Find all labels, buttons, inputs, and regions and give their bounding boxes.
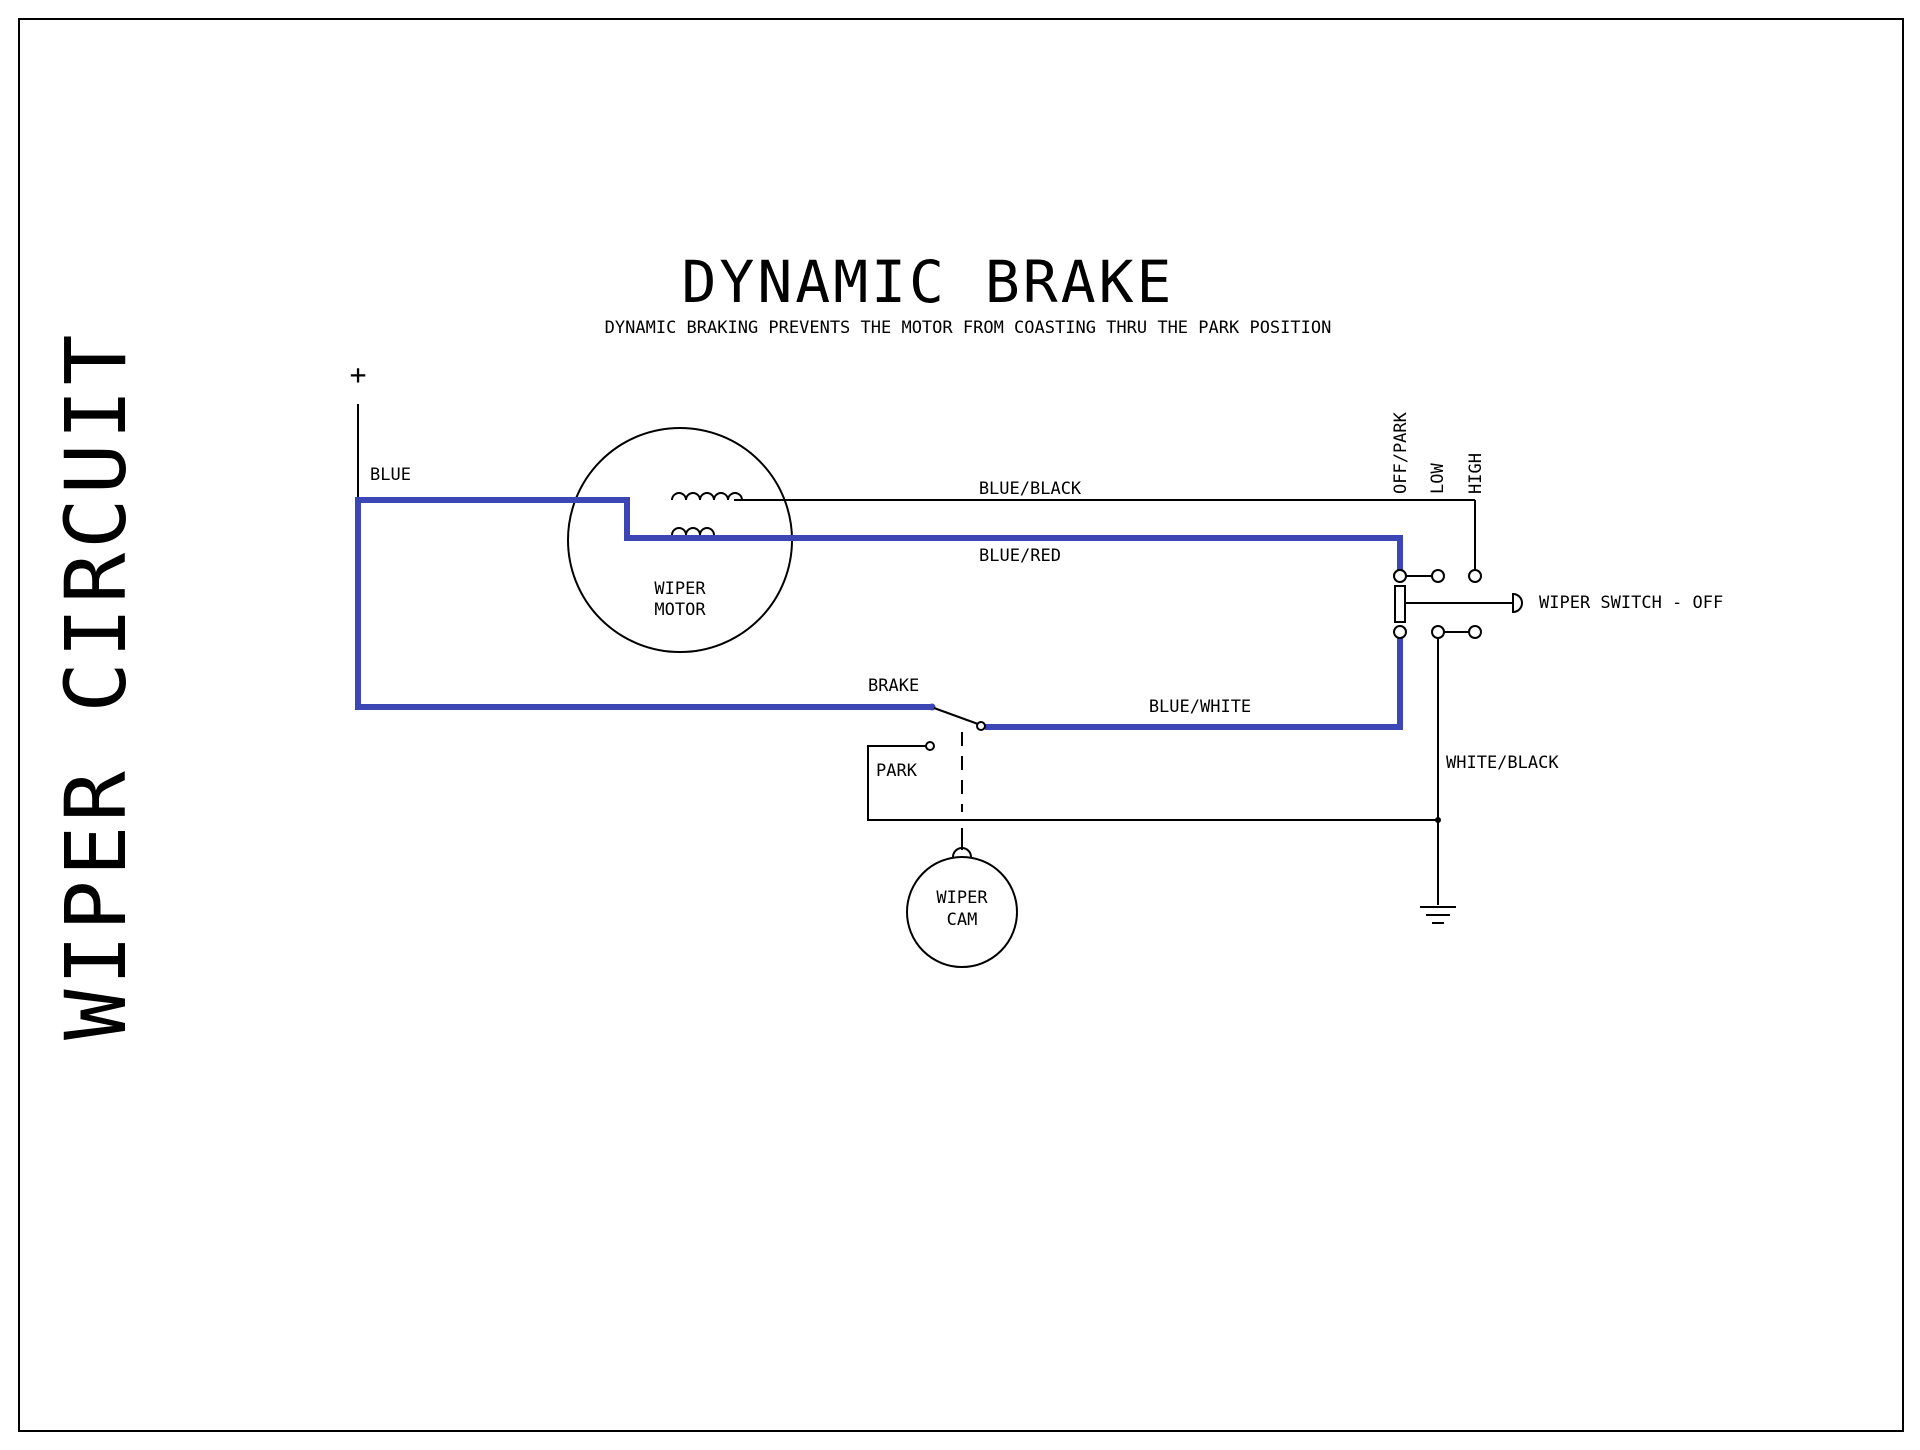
label-park: PARK: [876, 761, 918, 781]
side-title: WIPER CIRCUIT: [47, 331, 145, 1040]
wiper-cam: [906, 856, 1018, 968]
ground-icon: [1420, 906, 1456, 924]
wiper-cam-label-2: CAM: [947, 910, 978, 930]
switch-contact-low-top: [1431, 569, 1445, 583]
switch-label-high: HIGH: [1466, 453, 1486, 494]
label-blue-black: BLUE/BLACK: [979, 479, 1082, 499]
park-contact: [925, 741, 935, 751]
motor-coil-high: [671, 492, 748, 501]
plus-terminal-label: +: [350, 358, 367, 391]
motor-coil-low: [671, 527, 715, 536]
label-blue-white: BLUE/WHITE: [1149, 697, 1251, 717]
active-wire-blue-red: [624, 497, 1403, 576]
switch-contact-high-top: [1468, 569, 1482, 583]
switch-label: WIPER SWITCH - OFF: [1539, 593, 1723, 613]
cam-switch-pivot: [976, 721, 986, 731]
wiper-motor-label-1: WIPER: [654, 579, 706, 599]
label-blue: BLUE: [370, 465, 411, 485]
wire-park: [867, 745, 1438, 821]
switch-contact-low-bottom: [1431, 625, 1445, 639]
label-blue-red: BLUE/RED: [979, 546, 1061, 566]
label-brake: BRAKE: [868, 676, 919, 696]
cam-switch-arm: [933, 707, 979, 725]
label-white-black: WHITE/BLACK: [1446, 753, 1559, 773]
switch-contact-off-park-bottom: [1393, 625, 1407, 639]
wiper-cam-label-1: WIPER: [936, 888, 988, 908]
switch-label-off-park: OFF/PARK: [1391, 411, 1411, 494]
active-wire-blue: [355, 497, 932, 710]
switch-actuator-knob: [1512, 592, 1523, 614]
switch-slider: [1394, 585, 1406, 623]
cam-nub: [952, 847, 972, 858]
diagram-title: DYNAMIC BRAKE: [682, 248, 1175, 316]
switch-contact-high-bottom: [1468, 625, 1482, 639]
diagram-frame: [18, 18, 1904, 1432]
wiper-motor-label-2: MOTOR: [654, 600, 706, 620]
diagram-subtitle: DYNAMIC BRAKING PREVENTS THE MOTOR FROM …: [605, 318, 1332, 338]
brake-contact: [928, 703, 936, 711]
active-wire-blue-white: [985, 638, 1403, 730]
switch-label-low: LOW: [1428, 463, 1448, 494]
switch-contact-off-park-top: [1393, 569, 1407, 583]
